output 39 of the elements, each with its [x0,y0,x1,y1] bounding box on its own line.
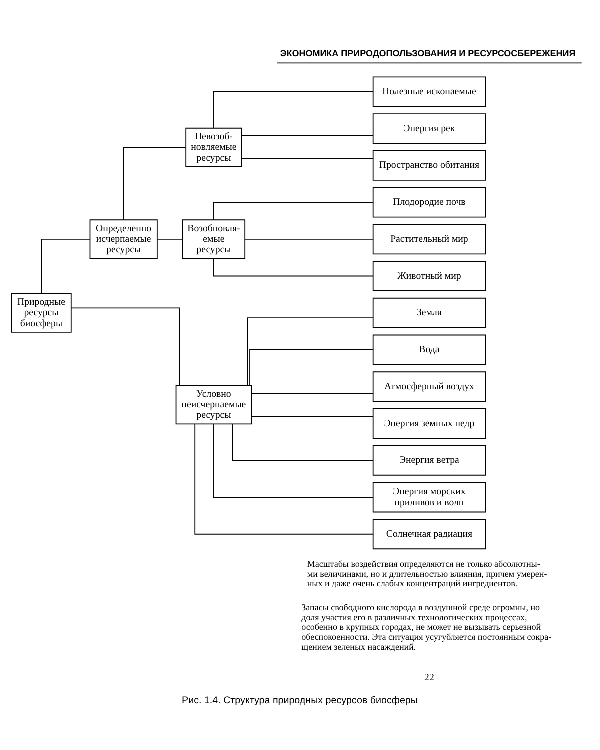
connector [41,238,90,294]
connector [123,147,186,220]
node-box: Энергия земных недр [372,408,486,439]
connector [251,393,374,394]
connector [232,424,374,462]
node-box: Невозоб- новляемые ресурсы [186,128,242,168]
node-box: Растительный мир [372,224,486,255]
label: Запасы свободного кислорода в воздушной среде огромны, но доля участия его в различных технологических процессах, особенно в крупных городах, не может не вызывать серьезной обеспокоенности. Эта ситуация усугубляется постоянным сокра- щением зеленых насаждений. [302,602,552,652]
label: Масштабы воздействия определяются не только абсолютны- ми величинами, но и длительностью влияния, причем умерен- ных и даже очень слабых концентраций ингредиентов. [307,558,548,589]
label: ЭКОНОМИКА ПРИРОДОПОЛЬЗОВАНИЯ И РЕСУРСОСБЕРЕЖЕНИЯ [280,48,576,58]
connector [251,416,374,418]
connector [194,424,374,535]
connector [214,258,374,277]
connector [214,91,374,129]
connector [157,238,184,240]
node-box: Полезные ископаемые [372,76,486,108]
node-box: Животный мир [372,261,486,292]
connector [214,202,374,221]
node-box: Природные ресурсы биосферы [11,293,72,333]
node-box: Земля [372,298,486,328]
node-box: Определенно исчерпаемые ресурсы [90,220,158,260]
label: 22 [424,672,434,684]
connector [241,158,374,160]
node-box: Плодородие почв [372,187,486,218]
connector [244,238,374,240]
node-box: Энергия ветра [372,445,486,476]
connector [214,424,374,498]
node-box: Солнечная радиация [372,519,486,550]
connector [250,350,374,386]
connector [247,318,374,386]
node-box: Вода [372,334,486,366]
node-box: Пространство обитания [372,150,486,181]
connector [71,308,180,386]
node-box: Атмосферный воздух [372,372,486,402]
node-box: Энергия рек [372,114,486,144]
caption: Рис. 1.4. Структура природных ресурсов биосферы [182,696,418,707]
node-box: Условно неисчерпаемые ресурсы [176,385,252,425]
node-box: Возобновля- емые ресурсы [182,220,246,260]
node-box: Энергия морских приливов и волн [372,482,486,513]
